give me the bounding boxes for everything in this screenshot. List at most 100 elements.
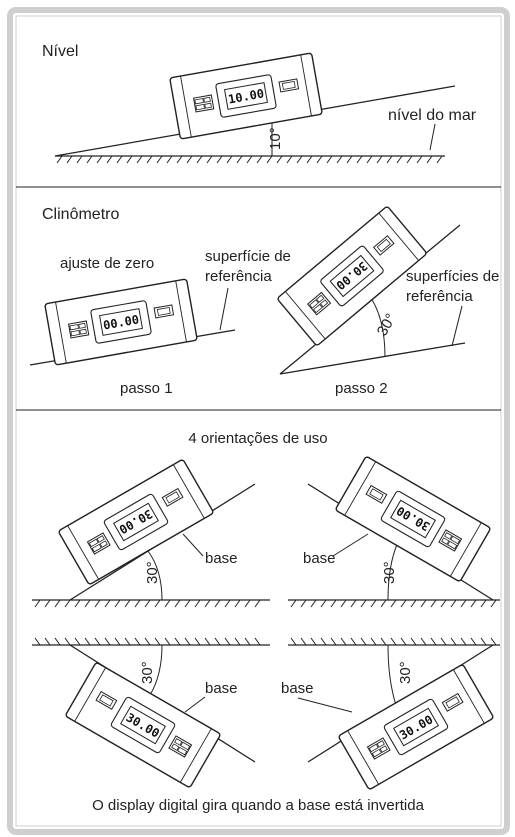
hatch-tick	[244, 637, 251, 646]
hatch-tick	[450, 637, 457, 646]
hatch-tick	[184, 599, 191, 608]
section-nivel: Nível 10° 10.00 nível do mar	[42, 43, 477, 164]
hatch-tick	[470, 637, 477, 646]
lcd-readout-step1: 00.00	[102, 312, 140, 332]
hatch-tick	[196, 155, 203, 164]
hatch-tick	[206, 155, 213, 164]
hatch-tick	[156, 155, 163, 164]
hatch-tick	[276, 155, 283, 164]
angle-label-tl: 30°	[144, 561, 161, 584]
hatch-tick	[56, 155, 63, 164]
hatch-tick	[104, 599, 111, 608]
hatch-tick	[124, 637, 131, 646]
hatch-tick	[184, 637, 191, 646]
hatch-tick	[290, 637, 297, 646]
hatch-tick	[296, 155, 303, 164]
hatch-tick	[74, 599, 81, 608]
hatch-tick	[350, 599, 357, 608]
hatch-tick	[226, 155, 233, 164]
hatch-tick	[256, 155, 263, 164]
angle-label-br: 30°	[397, 661, 414, 684]
hatch-tick	[390, 637, 397, 646]
lcd-readout-nivel: 10.00	[227, 86, 265, 106]
hatch-tick	[96, 155, 103, 164]
hatch-tick	[286, 155, 293, 164]
hatch-tick	[74, 637, 81, 646]
hatch-tick	[114, 599, 121, 608]
hatch-tick	[44, 599, 51, 608]
hatch-tick	[126, 155, 133, 164]
hatch-tick	[480, 637, 487, 646]
angle-arc-br	[387, 644, 397, 706]
hatch-tick	[400, 599, 407, 608]
hatch-tick	[366, 155, 373, 164]
hatch-tick	[174, 599, 181, 608]
digital-level-tl: 30.00	[57, 458, 215, 586]
hatch-tick	[306, 155, 313, 164]
ref-surfaces-label-1: superfícies de	[406, 268, 499, 285]
hatch-tick	[350, 637, 357, 646]
hatch-tick	[194, 599, 201, 608]
section-orientacoes: 4 orientações de uso 30° 30.00 base 30° …	[32, 430, 500, 814]
hatch-tick	[134, 637, 141, 646]
hatch-tick	[94, 599, 101, 608]
hatch-tick	[76, 155, 83, 164]
digital-level-step2: 30.00	[276, 205, 428, 347]
hatch-tick	[380, 637, 387, 646]
angle-label-nivel: 10°	[267, 127, 284, 150]
hatch-tick	[390, 599, 397, 608]
hatch-tick	[254, 599, 261, 608]
hatch-tick	[246, 155, 253, 164]
hatch-tick	[316, 155, 323, 164]
hatch-tick	[66, 155, 73, 164]
hatch-tick	[236, 155, 243, 164]
hatch-tick	[174, 637, 181, 646]
base-leader-bl	[184, 696, 206, 713]
ref-surface-label-1: superfície de	[205, 248, 291, 265]
section-title-orientacoes: 4 orientações de uso	[188, 430, 327, 447]
hatch-tick	[340, 637, 347, 646]
section-title-clinometro: Clinômetro	[42, 206, 119, 223]
hatch-tick	[134, 599, 141, 608]
hatch-tick	[166, 155, 173, 164]
hatch-tick	[330, 637, 337, 646]
hatch-tick	[154, 637, 161, 646]
surface-hatch	[56, 155, 443, 164]
base-leader-tr	[332, 533, 369, 557]
hatch-tick	[480, 599, 487, 608]
hatch-tick	[290, 599, 297, 608]
zero-adjust-label: ajuste de zero	[60, 255, 154, 272]
hatch-tick	[114, 637, 121, 646]
hatch-tick	[490, 637, 497, 646]
hatch-tick	[430, 599, 437, 608]
hatch-tick	[216, 155, 223, 164]
hatch-tick	[310, 599, 317, 608]
hatch-tick	[396, 155, 403, 164]
hatch-tick	[420, 637, 427, 646]
hatch-tick	[34, 599, 41, 608]
hatch-tick	[416, 155, 423, 164]
surface-hatch	[290, 599, 497, 608]
hatch-tick	[106, 155, 113, 164]
step2-label: passo 2	[335, 380, 388, 397]
hatch-tick	[440, 637, 447, 646]
hatch-tick	[406, 155, 413, 164]
hatch-tick	[64, 637, 71, 646]
ref-surfaces-leader	[451, 305, 463, 347]
hatch-tick	[234, 637, 241, 646]
hatch-tick	[214, 637, 221, 646]
hatch-tick	[124, 599, 131, 608]
hatch-tick	[300, 637, 307, 646]
hatch-tick	[370, 637, 377, 646]
base-leader-br	[297, 697, 353, 713]
hatch-tick	[346, 155, 353, 164]
hatch-tick	[104, 637, 111, 646]
ref-surface-label-2: referência	[205, 268, 272, 285]
hatch-tick	[380, 599, 387, 608]
hatch-tick	[320, 637, 327, 646]
angle-arc-bl	[149, 644, 163, 696]
hatch-tick	[370, 599, 377, 608]
hatch-tick	[34, 637, 41, 646]
digital-level-br: 30.00	[337, 663, 495, 791]
hatch-tick	[450, 599, 457, 608]
